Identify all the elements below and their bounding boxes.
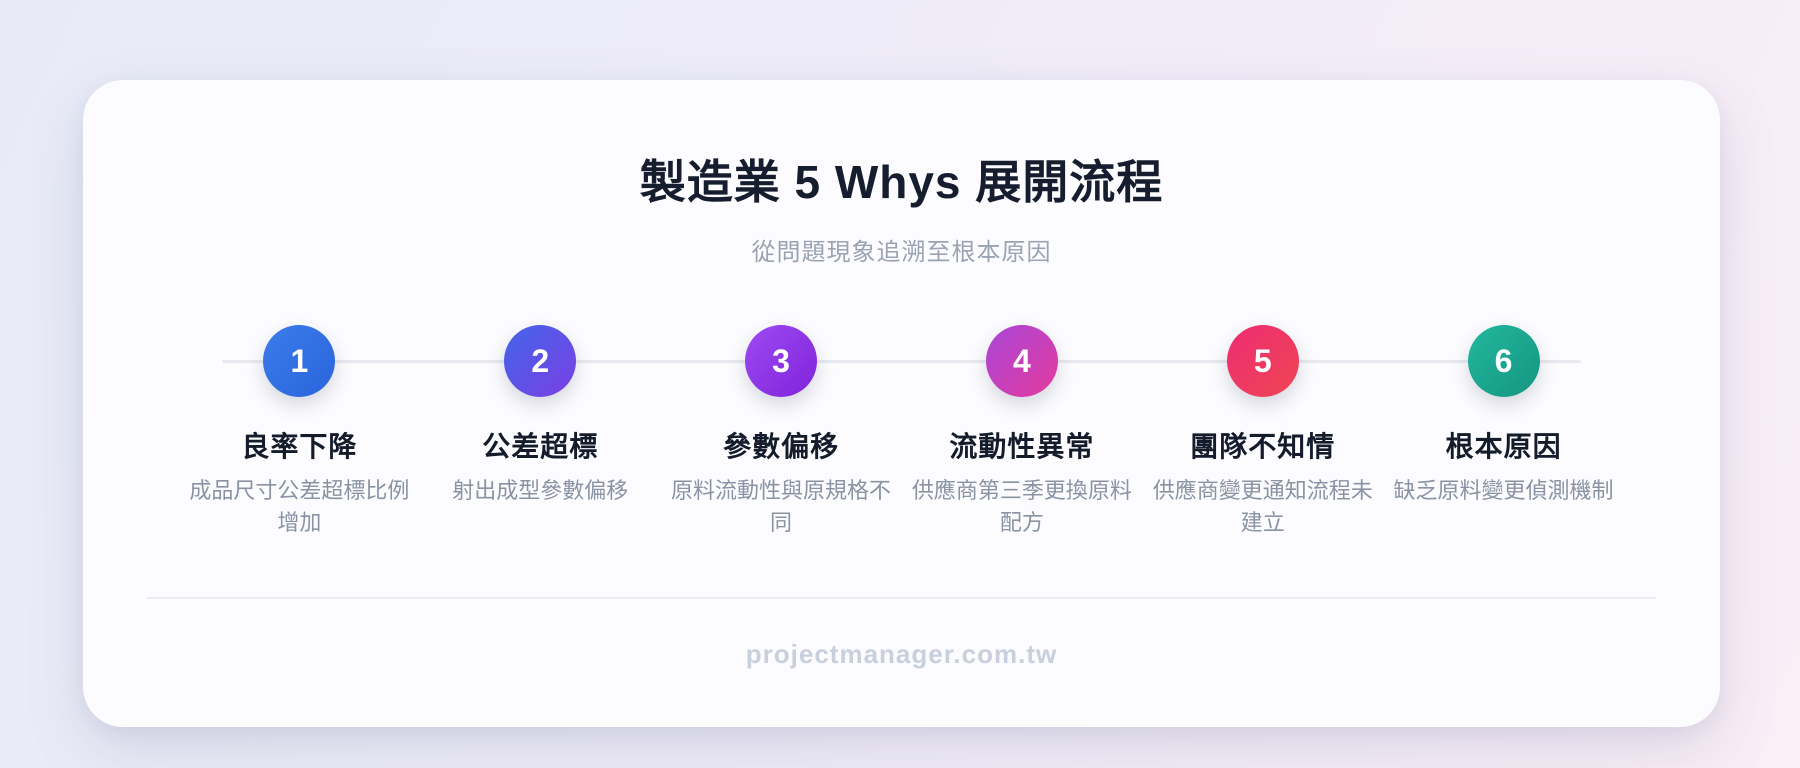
step-description: 成品尺寸公差超標比例增加	[189, 478, 410, 535]
step-description: 射出成型參數偏移	[452, 478, 629, 503]
timeline-step: 1 良率下降 成品尺寸公差超標比例增加	[179, 325, 420, 539]
infographic-card: 製造業 5 Whys 展開流程 從問題現象追溯至根本原因 1 良率下降 成品尺寸…	[83, 80, 1720, 727]
watermark-text: projectmanager.com.tw	[745, 638, 1058, 669]
step-title: 團隊不知情	[1190, 431, 1336, 462]
step-title: 流動性異常	[949, 431, 1095, 462]
step-number-badge: 3	[745, 325, 818, 397]
timeline-step: 6 根本原因 缺乏原料變更偵測機制	[1383, 325, 1624, 539]
step-number-badge: 1	[263, 325, 336, 397]
timeline: 1 良率下降 成品尺寸公差超標比例增加 2 公差超標 射出成型參數偏移 3 參數…	[179, 325, 1624, 539]
step-title: 良率下降	[241, 431, 358, 462]
step-number-badge: 6	[1467, 325, 1540, 397]
step-description: 供應商第三季更換原料配方	[911, 478, 1132, 535]
step-number: 5	[1253, 342, 1272, 379]
footer-divider	[147, 596, 1656, 599]
step-number: 6	[1494, 342, 1513, 379]
timeline-step: 4 流動性異常 供應商第三季更換原料配方	[901, 325, 1142, 539]
step-number-badge: 5	[1226, 325, 1299, 397]
timeline-connector-line	[222, 360, 1581, 363]
step-number: 2	[531, 342, 550, 379]
step-number-badge: 4	[985, 325, 1058, 397]
page-title: 製造業 5 Whys 展開流程	[639, 156, 1164, 208]
step-number: 4	[1013, 342, 1031, 379]
step-number: 1	[290, 342, 309, 379]
step-number: 3	[772, 342, 790, 379]
timeline-step: 3 參數偏移 原料流動性與原規格不同	[661, 325, 902, 539]
step-description: 原料流動性與原規格不同	[671, 478, 892, 535]
step-description: 缺乏原料變更偵測機制	[1393, 478, 1614, 503]
step-title: 根本原因	[1445, 431, 1562, 462]
step-title: 參數偏移	[723, 431, 840, 462]
timeline-step: 5 團隊不知情 供應商變更通知流程未建立	[1142, 325, 1383, 539]
step-number-badge: 2	[504, 325, 577, 397]
step-description: 供應商變更通知流程未建立	[1152, 478, 1373, 535]
step-title: 公差超標	[482, 431, 599, 462]
page-subtitle: 從問題現象追溯至根本原因	[751, 239, 1052, 266]
timeline-step: 2 公差超標 射出成型參數偏移	[420, 325, 661, 539]
